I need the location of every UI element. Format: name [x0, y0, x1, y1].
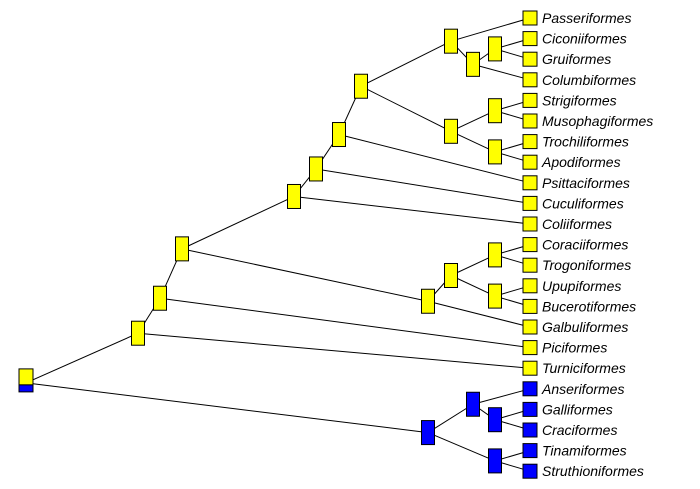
tip-state-apodiformes — [522, 154, 538, 170]
node-state-n21 — [488, 448, 502, 474]
node-state-n14 — [421, 288, 435, 314]
node-state-n20 — [488, 407, 502, 433]
tip-state-cuculiformes — [522, 195, 538, 211]
taxon-label-tinamiformes: Tinamiformes — [542, 443, 627, 459]
taxon-label-upupiformes: Upupiformes — [542, 278, 621, 294]
branch — [427, 403, 474, 433]
taxon-label-passeriformes: Passeriformes — [542, 10, 631, 26]
node-state-n1 — [131, 320, 145, 346]
branch — [472, 63, 531, 81]
node-state-n4 — [287, 183, 301, 209]
taxon-label-coliiformes: Coliiformes — [542, 216, 612, 232]
tip-state-turniciformes — [522, 360, 538, 376]
branch — [338, 134, 531, 184]
node-state-n15 — [444, 263, 458, 288]
node-state-n3 — [175, 236, 189, 262]
node-state-n2 — [153, 285, 167, 311]
node-state-n18 — [421, 420, 435, 446]
taxon-label-cuculiformes: Cuculiformes — [542, 195, 624, 211]
tip-markers — [522, 10, 538, 479]
tip-state-strigiformes — [522, 92, 538, 108]
branch — [427, 432, 496, 462]
taxon-label-craciformes: Craciformes — [542, 422, 617, 438]
taxon-label-turniciformes: Turniciformes — [542, 360, 626, 376]
tip-state-gruiformes — [522, 51, 538, 67]
node-state-n6 — [332, 122, 346, 148]
node-state-n11 — [444, 118, 458, 144]
taxon-label-galbuliformes: Galbuliformes — [542, 319, 628, 335]
tip-state-anseriformes — [522, 381, 538, 397]
taxon-label-gruiformes: Gruiformes — [542, 51, 611, 67]
branch — [293, 195, 531, 225]
branch — [450, 130, 496, 153]
branch — [25, 332, 139, 384]
taxon-label-strigiformes: Strigiformes — [542, 92, 617, 108]
branch — [472, 388, 531, 405]
node-state-root-part1 — [18, 368, 34, 386]
tip-state-psittaciformes — [522, 175, 538, 191]
taxon-label-columbiformes: Columbiformes — [542, 72, 636, 88]
branch — [427, 300, 531, 328]
branch — [450, 110, 496, 132]
tip-state-upupiformes — [522, 278, 538, 294]
tip-state-struthioniformes — [522, 463, 538, 479]
branch — [450, 254, 496, 276]
tip-state-galbuliformes — [522, 319, 538, 335]
node-state-root-part2 — [18, 384, 34, 393]
taxon-label-bucerotiformes: Bucerotiformes — [542, 298, 636, 314]
taxon-label-musophagiformes: Musophagiformes — [542, 113, 653, 129]
node-state-n13 — [488, 139, 502, 165]
tip-state-piciformes — [522, 340, 538, 356]
ancestral-state-nodes — [18, 28, 502, 474]
tip-state-trochiliformes — [522, 134, 538, 150]
branch — [315, 168, 531, 204]
taxon-label-ciconiiformes: Ciconiiformes — [542, 31, 627, 47]
taxon-labels: PasseriformesCiconiiformesGruiformesColu… — [541, 10, 653, 479]
taxon-label-psittaciformes: Psittaciformes — [542, 175, 630, 191]
tip-state-coliiformes — [522, 216, 538, 232]
branch — [181, 196, 295, 250]
taxon-label-coraciiformes: Coraciiformes — [542, 237, 628, 253]
tip-state-columbiformes — [522, 72, 538, 88]
taxon-label-struthioniformes: Struthioniformes — [542, 463, 644, 479]
tip-state-galliformes — [522, 401, 538, 417]
node-state-n5 — [309, 156, 323, 182]
branch — [360, 40, 452, 87]
node-state-n9 — [466, 51, 480, 77]
taxon-label-apodiformes: Apodiformes — [541, 154, 621, 170]
tip-state-musophagiformes — [522, 113, 538, 129]
branch — [450, 275, 496, 297]
node-state-n19 — [466, 391, 480, 417]
branch — [360, 85, 452, 132]
tip-state-ciconiiformes — [522, 31, 538, 47]
node-state-n10 — [488, 36, 502, 62]
branch — [450, 17, 531, 42]
taxon-label-galliformes: Galliformes — [542, 401, 613, 417]
node-state-n7 — [354, 73, 368, 99]
node-state-n16 — [488, 242, 502, 268]
tip-state-coraciiformes — [522, 237, 538, 253]
taxon-label-anseriformes: Anseriformes — [541, 381, 624, 397]
taxon-label-trogoniformes: Trogoniformes — [542, 257, 631, 273]
node-state-n12 — [488, 98, 502, 124]
branch — [137, 332, 531, 369]
branch — [159, 297, 531, 349]
tip-state-tinamiformes — [522, 443, 538, 459]
node-state-n17 — [488, 283, 502, 309]
tip-state-craciformes — [522, 422, 538, 438]
tip-state-passeriformes — [522, 10, 538, 26]
taxon-label-piciformes: Piciformes — [542, 340, 607, 356]
branch — [181, 248, 429, 302]
taxon-label-trochiliformes: Trochiliformes — [542, 134, 629, 150]
tip-state-trogoniformes — [522, 257, 538, 273]
tip-state-bucerotiformes — [522, 298, 538, 314]
node-state-n8 — [444, 28, 458, 54]
tree-branches — [25, 17, 531, 472]
branch — [25, 382, 429, 434]
